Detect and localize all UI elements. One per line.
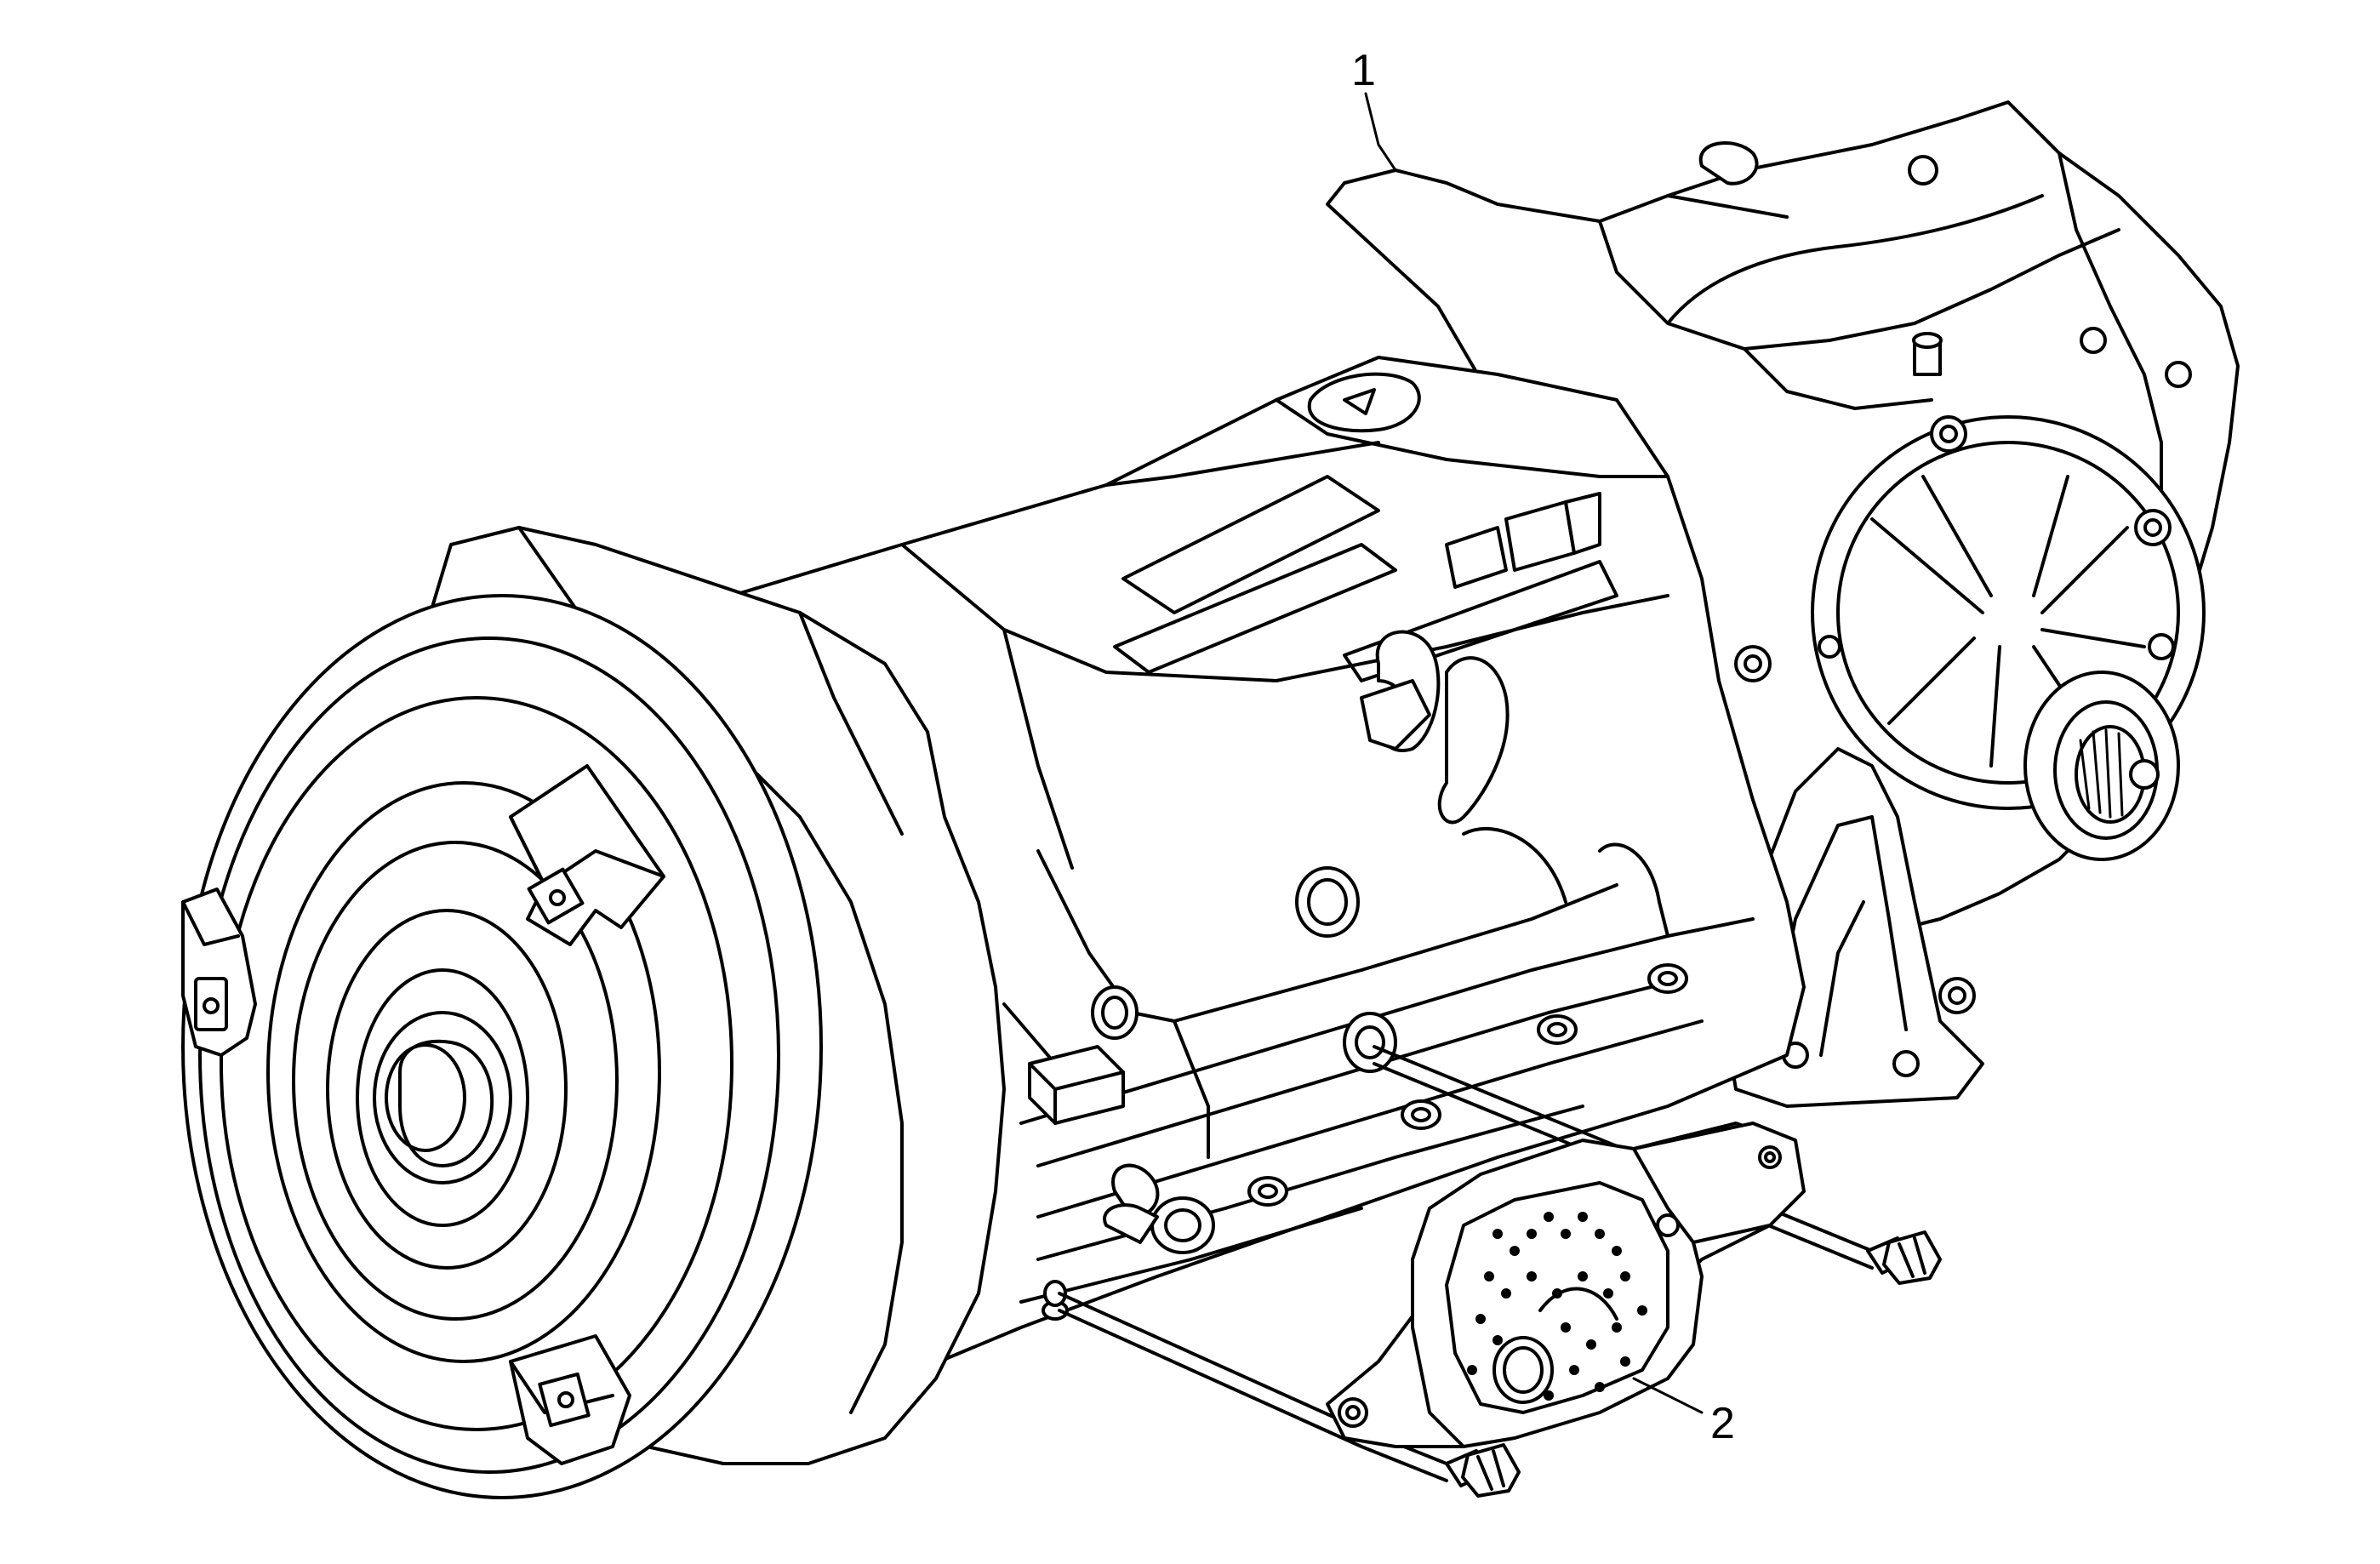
callout-2: 2	[1632, 1377, 1735, 1448]
range-selector-switch	[1326, 1122, 1806, 1448]
pan-bolts	[1042, 963, 1688, 1321]
callout-1: 1	[1351, 46, 1397, 172]
switch-bolt-lower	[1445, 1443, 1521, 1498]
callout-2-label: 2	[1710, 1399, 1735, 1448]
callout-1-label: 1	[1351, 46, 1376, 95]
housing-bolts	[1734, 155, 2192, 1014]
converter-lugs	[181, 764, 665, 1465]
extension-housing	[1326, 100, 2240, 1108]
torque-converter	[181, 594, 823, 1499]
switch-bolt-upper	[1866, 1230, 1942, 1285]
